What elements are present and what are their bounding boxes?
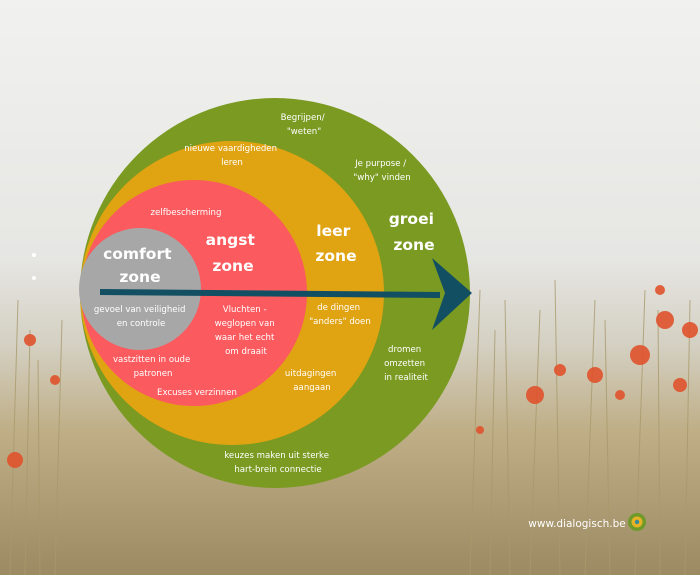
groei-title-line2: zone — [393, 236, 434, 254]
label-line: weglopen van — [215, 319, 275, 329]
label-line: "why" vinden — [353, 173, 410, 183]
label-line: "weten" — [287, 127, 321, 137]
groei-zone-title: groei zone — [389, 210, 440, 254]
angst-excuses-label: Excuses verzinnen — [157, 388, 237, 398]
label-line: in realiteit — [384, 373, 428, 383]
leer-title-line2: zone — [315, 247, 356, 265]
label-line: Vluchten - — [223, 305, 267, 315]
label-line: om draait — [225, 347, 267, 357]
angst-title-line2: zone — [212, 257, 253, 275]
comfort-title-line2: zone — [119, 268, 160, 286]
groei-title-line1: groei — [389, 210, 434, 228]
comfort-zone-circle — [79, 228, 201, 350]
label-line: keuzes maken uit sterke — [224, 451, 329, 461]
angst-title-line1: angst — [206, 231, 256, 249]
label-line: waar het echt — [215, 333, 275, 343]
angst-vluchten-label: Vluchten - weglopen van waar het echt om… — [215, 305, 278, 357]
groei-dromen-label: dromen omzetten in realiteit — [384, 345, 428, 383]
label-line: patronen — [134, 369, 173, 379]
label-line: omzetten — [384, 359, 425, 369]
dialogisch-logo-icon — [628, 513, 646, 531]
label-line: dromen — [388, 345, 421, 355]
label-line: vastzitten in oude — [113, 355, 190, 365]
label-line: en controle — [117, 319, 166, 329]
label-line: Begrijpen/ — [281, 113, 325, 123]
leer-title-line1: leer — [316, 222, 350, 240]
website-watermark: www.dialogisch.be — [528, 518, 625, 530]
groei-begrijpen-label: Begrijpen/ "weten" — [281, 113, 328, 137]
label-line: leren — [221, 158, 243, 168]
wheat-field — [9, 279, 691, 575]
angst-patronen-label: vastzitten in oude patronen — [113, 355, 193, 379]
leer-vaardigheden-label: nieuwe vaardigheden leren — [184, 144, 280, 168]
comfort-gevoel-label: gevoel van veiligheid en controle — [94, 305, 188, 329]
label-line: "anders" doen — [309, 317, 371, 327]
poppies — [7, 285, 698, 468]
label-line: de dingen — [317, 303, 360, 313]
growth-arrow — [99, 258, 472, 330]
label-line: aangaan — [293, 383, 330, 393]
label-line: hart-brein connectie — [234, 465, 321, 475]
groei-keuzes-label: keuzes maken uit sterke hart-brein conne… — [224, 451, 331, 475]
leer-uitdagingen-label: uitdagingen aangaan — [285, 369, 339, 393]
angst-zelfbescherming-label: zelfbescherming — [151, 208, 222, 218]
label-line: nieuwe vaardigheden — [184, 144, 277, 154]
comfort-title-line1: comfort — [103, 245, 172, 263]
groei-purpose-label: Je purpose / "why" vinden — [353, 159, 410, 183]
leer-zone-title: leer zone — [315, 222, 356, 265]
leer-dingen-label: de dingen "anders" doen — [309, 303, 371, 327]
label-line: Je purpose / — [354, 159, 406, 169]
label-line: gevoel van veiligheid — [94, 305, 186, 315]
comfort-zone-title: comfort zone — [103, 245, 177, 286]
label-line: uitdagingen — [285, 369, 336, 379]
angst-zone-title: angst zone — [206, 231, 261, 275]
